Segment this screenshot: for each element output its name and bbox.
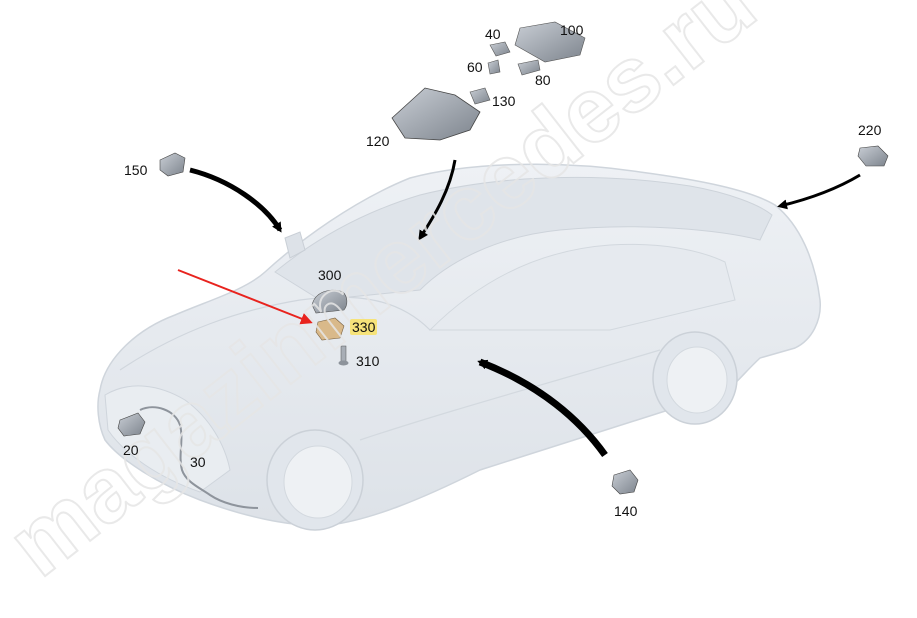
part-130-bracket <box>469 87 491 105</box>
label-part-40[interactable]: 40 <box>485 26 501 42</box>
label-part-310[interactable]: 310 <box>356 353 380 369</box>
label-part-80[interactable]: 80 <box>535 72 551 88</box>
label-part-20[interactable]: 20 <box>123 442 139 458</box>
part-300-cover <box>311 289 348 314</box>
part-140-sensor <box>611 469 639 495</box>
part-60-clip <box>487 59 501 75</box>
car-body <box>97 163 821 531</box>
label-part-330[interactable]: 330 <box>350 319 378 335</box>
part-30-wiring-harness <box>139 406 259 509</box>
part-100-module <box>514 21 586 63</box>
label-part-100[interactable]: 100 <box>560 22 584 38</box>
label-part-220[interactable]: 220 <box>858 122 882 138</box>
part-20-sensor <box>117 412 146 437</box>
arrow-140 <box>477 358 608 458</box>
label-part-60[interactable]: 60 <box>467 59 483 75</box>
highlight-pointer-arrow <box>177 269 313 325</box>
label-part-130[interactable]: 130 <box>492 93 516 109</box>
part-150-sensor <box>159 152 186 177</box>
part-80-clip <box>517 59 541 76</box>
label-part-30[interactable]: 30 <box>190 454 206 470</box>
label-part-150[interactable]: 150 <box>124 162 148 178</box>
label-part-140[interactable]: 140 <box>614 503 638 519</box>
arrow-150 <box>189 167 283 233</box>
arrow-120 <box>418 159 457 241</box>
part-330-sensor <box>315 317 345 341</box>
part-310-bolt <box>338 345 349 366</box>
label-part-300[interactable]: 300 <box>318 267 342 283</box>
part-120-cover <box>391 87 481 141</box>
arrow-220 <box>777 173 861 210</box>
label-part-120[interactable]: 120 <box>366 133 390 149</box>
part-40-bracket <box>489 41 511 57</box>
part-220-sensor <box>857 145 889 167</box>
